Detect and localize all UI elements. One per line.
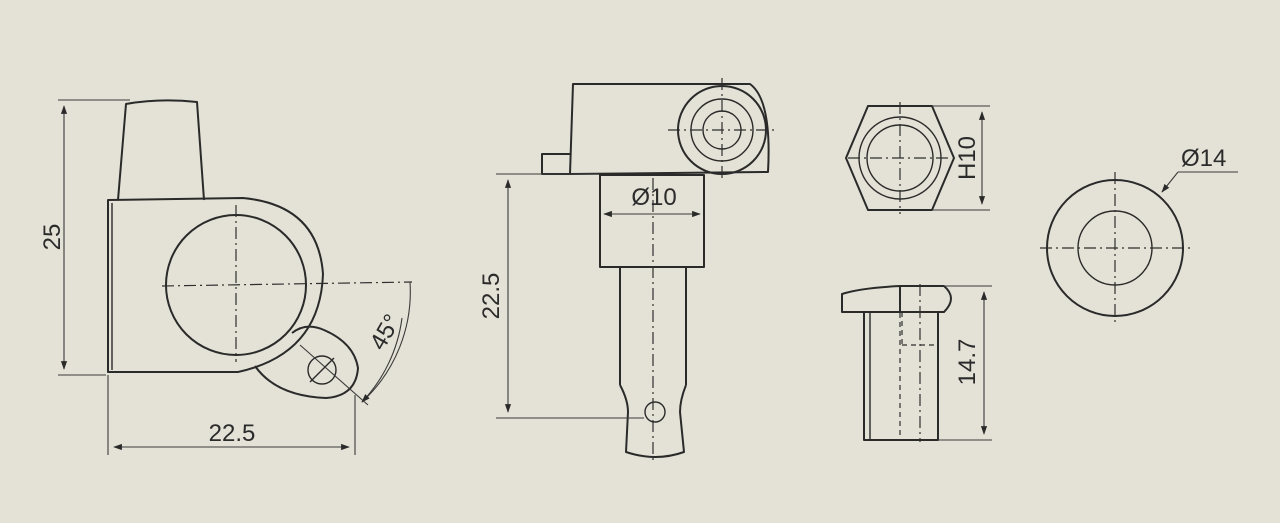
tuner-housing-outline (107, 197, 324, 373)
washer-view: Ø14 (1040, 145, 1238, 322)
hex-nut-outline (845, 105, 955, 211)
bushing-side-view: 14.7 (841, 284, 992, 442)
screw-hole (307, 355, 337, 385)
bushing-hex-head (899, 285, 952, 313)
bushing-flange (841, 285, 901, 313)
tuner-cone-outline (117, 99, 205, 201)
string-hole (644, 401, 666, 423)
hex-nut-view: H10 (845, 102, 990, 214)
height-dimension-label: 25 (39, 224, 66, 251)
post-bushing (599, 174, 705, 268)
string-post (619, 267, 687, 385)
angle-dimension-label: 45° (365, 310, 407, 355)
bushing-sleeve (863, 312, 939, 441)
mounting-ear (254, 325, 359, 399)
bushing-length-label: 14.7 (954, 339, 981, 386)
hex-size-label: H10 (954, 136, 981, 180)
housing-block (569, 83, 770, 175)
post-diameter-label: Ø10 (631, 184, 676, 211)
tuner-side-view: 25 22.5 45° (39, 99, 413, 455)
width-dimension-label: 22.5 (209, 420, 256, 447)
post-length-label: 22.5 (478, 273, 505, 320)
tuner-front-view: Ø10 22.5 (478, 78, 778, 460)
washer-diameter-label: Ø14 (1181, 145, 1226, 172)
